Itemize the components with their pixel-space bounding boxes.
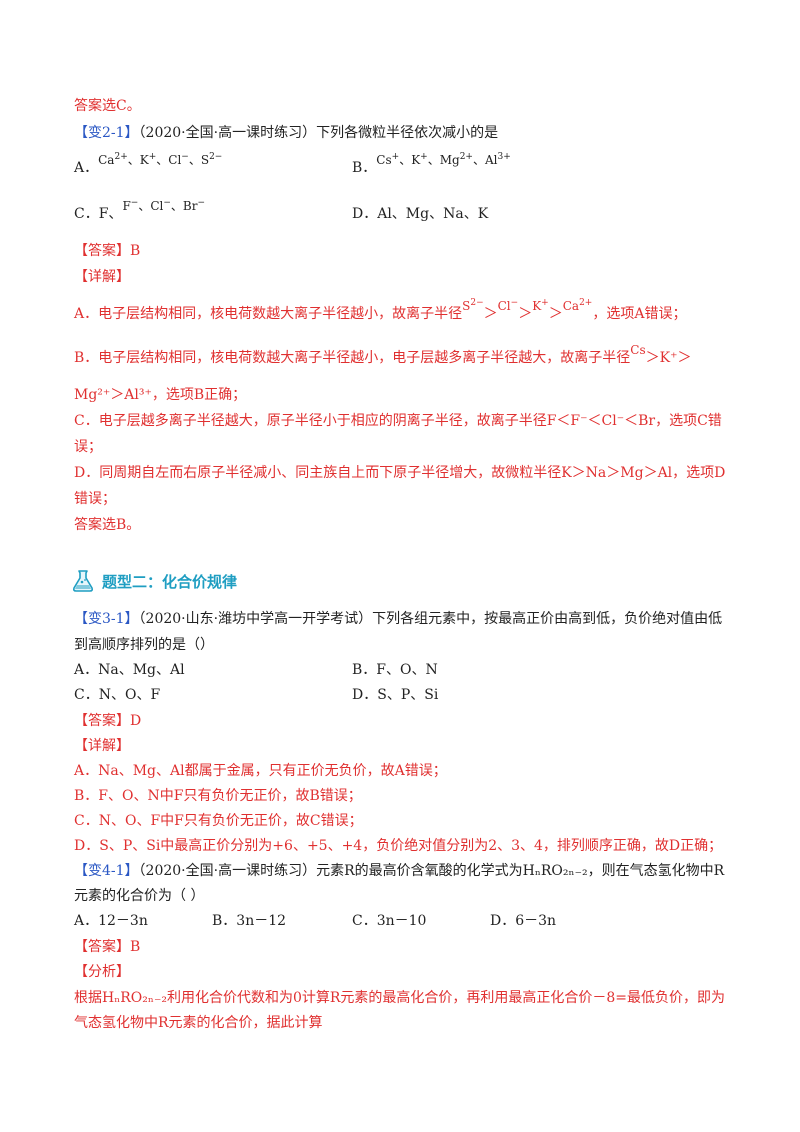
question-4-1-cont: 元素的化合价为（ ） [74, 888, 205, 904]
explanation-b-cont: Mg²⁺＞Al³⁺，选项B正确； [74, 387, 247, 403]
flask-icon [72, 570, 94, 592]
option-d: D．6－3n [490, 913, 557, 929]
question-3-1-cont: 到高顺序排列的是（） [74, 637, 214, 653]
explanation-label: 【详解】 [74, 738, 130, 754]
explanation-b: B．F、O、N中F只有负价无正价，故B错误； [74, 788, 362, 804]
option-b: B．F、O、N [352, 662, 438, 678]
explanation-label: 【详解】 [74, 269, 130, 285]
section-title: 题型二：化合价规律 [102, 572, 238, 591]
option-c: C．F、F−、Cl−、Br− [74, 198, 205, 223]
answer-conclusion-1: 答案选C。 [74, 98, 141, 114]
explanation-c: C．N、O、F中F只有负价无正价，故C错误； [74, 813, 363, 829]
option-c: C．3n－10 [352, 913, 427, 929]
explanation-d: D．S、P、Si中最高正价分别为+6、+5、+4，负价绝对值分别为2、3、4，排… [74, 838, 723, 854]
option-d: D．S、P、Si [352, 687, 439, 703]
section-heading: 题型二：化合价规律 [70, 566, 237, 596]
question-4-1: 【变4-1】（2020·全国·高一课时练习）元素R的最高价含氧酸的化学式为HₙR… [74, 863, 725, 879]
question-tag: 【变4-1】 [74, 863, 139, 879]
explanation-d: D．同周期自左而右原子半径减小、同主族自上而下原子半径增大，故微粒半径K＞Na＞… [74, 465, 726, 481]
explanation-d-cont: 错误； [74, 491, 116, 507]
answer-label: 【答案】B [74, 243, 141, 259]
question-3-1: 【变3-1】（2020·山东·潍坊中学高一开学考试）下列各组元素中，按最高正价由… [74, 611, 723, 627]
explanation-c: C．电子层越多离子半径越大，原子半径小于相应的阴离子半径，故离子半径F＜F⁻＜C… [74, 413, 722, 429]
answer-label: 【答案】D [74, 713, 142, 729]
option-a: A．Na、Mg、Al [74, 662, 185, 678]
explanation-b: B．电子层结构相同，核电荷数越大离子半径越小，电子层越多离子半径越大，故离子半径… [74, 343, 692, 366]
analysis-label: 【分析】 [74, 964, 130, 980]
explanation-c-cont: 误； [74, 439, 102, 455]
option-c: C．N、O、F [74, 687, 161, 703]
answer-label: 【答案】B [74, 939, 141, 955]
option-b: B．Cs+、K+、Mg2+、Al3+ [352, 152, 511, 177]
question-tag: 【变2-1】 [74, 125, 139, 141]
explanation-a: A．电子层结构相同，核电荷数越大离子半径越小，故离子半径S2−＞Cl−＞K+＞C… [74, 298, 687, 323]
explanation-a: A．Na、Mg、Al都属于金属，只有正价无负价，故A错误； [74, 763, 447, 779]
option-a: A．12－3n [74, 913, 148, 929]
option-b: B．3n－12 [212, 913, 287, 929]
option-d: D．Al、Mg、Na、K [352, 206, 489, 222]
answer-conclusion-2: 答案选B。 [74, 517, 141, 533]
analysis-text: 根据HₙRO₂ₙ₋₂利用化合价代数和为0计算R元素的最高化合价，再利用最高正化合… [74, 990, 726, 1006]
question-tag: 【变3-1】 [74, 611, 139, 627]
analysis-text-cont: 气态氢化物中R元素的化合价，据此计算 [74, 1015, 323, 1031]
option-a: A．Ca2+、K+、Cl−、S2− [74, 152, 223, 177]
question-2-1: 【变2-1】（2020·全国·高一课时练习）下列各微粒半径依次减小的是 [74, 125, 499, 141]
